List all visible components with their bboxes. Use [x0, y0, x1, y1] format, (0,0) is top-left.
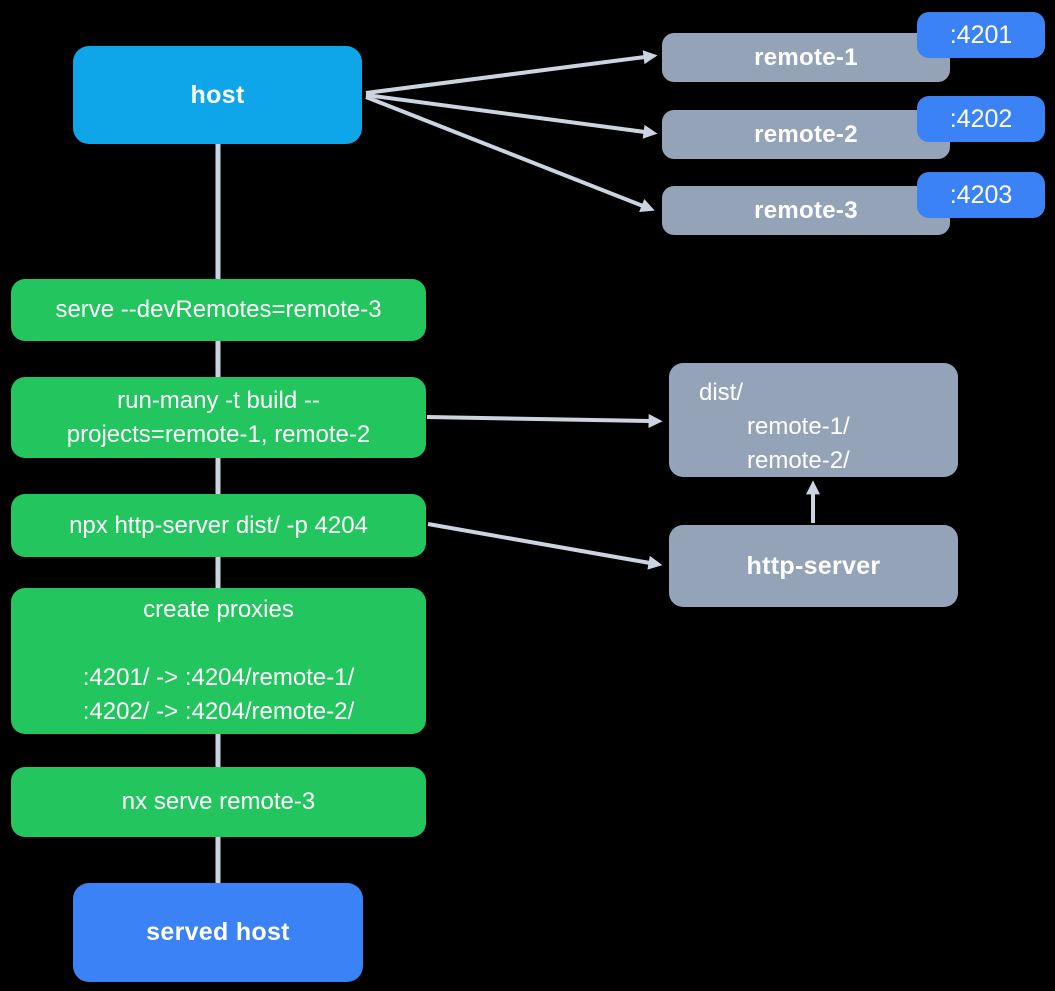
port-badge-4203: :4203 [917, 172, 1045, 218]
step-npx-http-server-label: npx http-server dist/ -p 4204 [69, 511, 368, 539]
arrow-host-to-remote-2 [365, 93, 658, 139]
port-badge-4202: :4202 [917, 96, 1045, 142]
served-host-node: served host [73, 883, 363, 982]
port-badge-4202-label: :4202 [949, 104, 1013, 133]
http-server-node: http-server [669, 525, 958, 607]
http-server-label: http-server [746, 551, 881, 580]
step-run-many-build-label: run-many -t build -- projects=remote-1, … [66, 386, 371, 448]
step-serve-dev-remotes: serve --devRemotes=remote-3 [11, 279, 426, 341]
step-npx-http-server: npx http-server dist/ -p 4204 [11, 494, 426, 557]
host-node: host [73, 46, 362, 144]
port-badge-4203-label: :4203 [949, 180, 1013, 209]
remote-2-label: remote-2 [754, 120, 858, 148]
step-create-proxies: create proxies :4201/ -> :4204/remote-1/… [11, 588, 426, 734]
step-nx-serve-remote-3: nx serve remote-3 [11, 767, 426, 837]
dist-folder-node: dist/ remote-1/ remote-2/ [669, 363, 958, 477]
dist-entry-remote-2: remote-2/ [747, 447, 850, 474]
port-badge-4201: :4201 [917, 12, 1045, 58]
arrow-host-to-remote-1 [365, 50, 658, 95]
step-nx-serve-remote-3-label: nx serve remote-3 [121, 788, 316, 815]
remote-1-node: remote-1 [662, 33, 950, 82]
remote-1-label: remote-1 [754, 43, 858, 71]
host-label: host [190, 80, 245, 109]
remote-2-node: remote-2 [662, 110, 950, 159]
arrow-npx-to-http-server [427, 522, 663, 570]
step-serve-dev-remotes-label: serve --devRemotes=remote-3 [55, 296, 382, 323]
dist-folder-title: dist/ [699, 379, 744, 406]
step-create-proxies-label: create proxies :4201/ -> :4204/remote-1/… [82, 596, 355, 725]
served-host-label: served host [146, 918, 290, 946]
remote-3-label: remote-3 [754, 196, 858, 224]
remote-3-node: remote-3 [662, 186, 950, 235]
arrow-host-to-remote-3 [365, 95, 655, 213]
dist-entry-remote-1: remote-1/ [747, 413, 850, 440]
step-run-many-build: run-many -t build -- projects=remote-1, … [11, 377, 426, 458]
arrow-build-to-dist [426, 413, 663, 428]
port-badge-4201-label: :4201 [949, 20, 1013, 49]
